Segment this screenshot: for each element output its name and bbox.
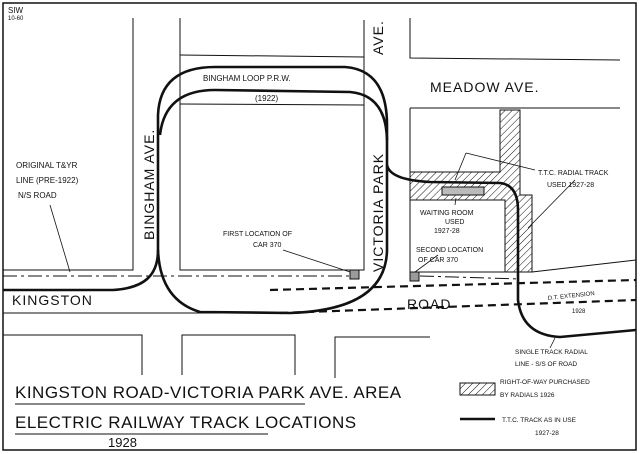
- original-tyr-line: [3, 275, 521, 280]
- single-track-label-1: SINGLE TRACK RADIAL: [515, 349, 588, 356]
- dt-extension-label-1: D.T. EXTENSION: [548, 291, 595, 302]
- title-line-1: KINGSTON ROAD-VICTORIA PARK AVE. AREA: [15, 383, 402, 402]
- second-location-label-2: OF CAR 370: [418, 257, 458, 264]
- legend-track-label-1: T.T.C. TRACK AS IN USE: [502, 417, 577, 424]
- original-line-label-1: ORIGINAL T&YR: [16, 161, 78, 170]
- loop-prw-strip: [179, 54, 365, 106]
- waiting-room-label-3: 1927-28: [434, 228, 460, 235]
- street-label-kingston: KINGSTON: [12, 292, 93, 308]
- bingham-loop-year: (1922): [255, 94, 278, 103]
- map-title: KINGSTON ROAD-VICTORIA PARK AVE. AREA EL…: [15, 383, 402, 450]
- car-370-first-location: [349, 269, 360, 280]
- legend-hatch-label-2: BY RADIALS 1926: [500, 392, 555, 399]
- block-center: [179, 18, 365, 271]
- legend-hatch-swatch: [459, 382, 496, 396]
- street-label-bingham: BINGHAM AVE.: [141, 129, 157, 240]
- waiting-room: [441, 186, 485, 196]
- second-location-label-1: SECOND LOCATION: [416, 247, 483, 254]
- street-blocks: [3, 18, 637, 378]
- leader-arrows: [49, 152, 576, 349]
- block-east-edge: [531, 259, 637, 273]
- street-label-meadow: MEADOW AVE.: [430, 79, 540, 95]
- ttc-track: [3, 65, 637, 339]
- block-west: [3, 18, 134, 271]
- corner-mark-2: 10-60: [8, 16, 24, 22]
- bingham-loop-label: BINGHAM LOOP P.R.W.: [203, 74, 291, 83]
- dt-extension-label-2: 1928: [572, 309, 586, 315]
- original-line-label-2: LINE (PRE-1922): [16, 176, 79, 185]
- first-location-label-1: FIRST LOCATION OF: [223, 231, 292, 238]
- title-year: 1928: [108, 435, 137, 450]
- car-370-second-location: [409, 271, 420, 282]
- corner-mark-1: SIW: [8, 6, 24, 15]
- legend: RIGHT-OF-WAY PURCHASED BY RADIALS 1926 T…: [459, 379, 590, 437]
- single-track-label-2: LINE - S/S OF ROAD: [515, 361, 577, 368]
- original-line-label-3: N/S ROAD: [18, 191, 57, 200]
- title-line-2: ELECTRIC RAILWAY TRACK LOCATIONS: [15, 413, 357, 432]
- radial-track-label-2: USED 1927-28: [547, 182, 594, 189]
- blocks-south: [3, 334, 430, 378]
- street-label-victoria-park-ave: AVE.: [370, 20, 386, 55]
- dt-extension-track: [269, 278, 637, 315]
- waiting-room-label-1: WAITING ROOM: [420, 210, 474, 217]
- street-label-victoria-park: VICTORIA PARK: [370, 153, 386, 272]
- block-north-east: [409, 18, 621, 61]
- radial-track-label-1: T.T.C. RADIAL TRACK: [538, 170, 609, 177]
- waiting-room-label-2: USED: [445, 219, 464, 226]
- street-label-road: ROAD: [407, 296, 451, 312]
- legend-hatch-label-1: RIGHT-OF-WAY PURCHASED: [500, 379, 590, 386]
- legend-track-label-2: 1927-28: [535, 430, 559, 437]
- first-location-label-2: CAR 370: [253, 242, 282, 249]
